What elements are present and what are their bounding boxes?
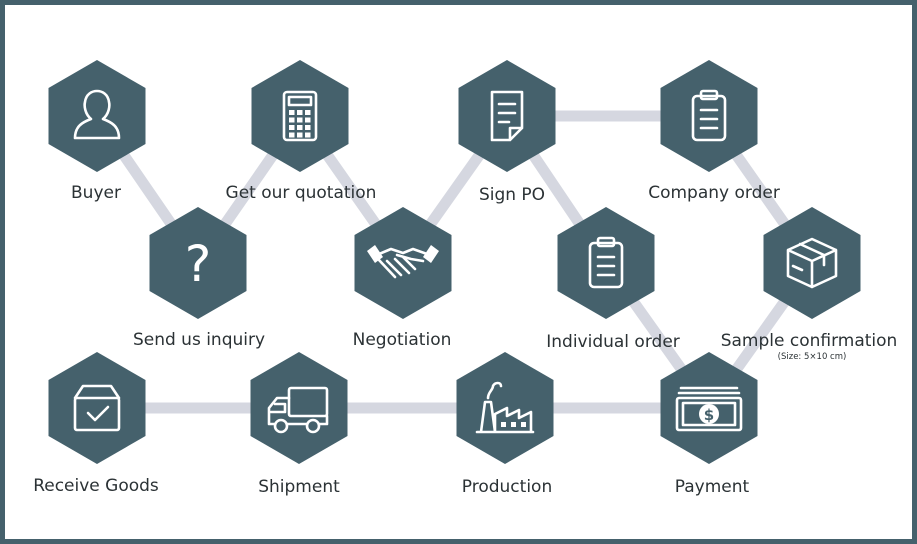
svg-text:$: $: [704, 406, 714, 424]
step-node-payment: $: [660, 352, 758, 464]
step-label-shipment: Shipment: [258, 477, 340, 497]
step-node-inquiry: ?: [149, 207, 247, 319]
step-label-sign-po: Sign PO: [478, 185, 546, 205]
question-icon: ?: [185, 235, 212, 293]
step-node-company-order: [660, 60, 758, 172]
step-label-sample-confirmation: Sample confirmation: [720, 331, 898, 351]
box-icon: [786, 237, 838, 289]
document-icon: [490, 90, 524, 142]
truck-icon: [267, 386, 329, 434]
person-icon: [73, 89, 121, 140]
hexagon-buyer: [48, 60, 146, 172]
hexagon-individual-order: [557, 207, 655, 319]
step-note-sample-confirmation: (Size: 5×10 cm): [777, 352, 847, 362]
hexagon-sign-po: [458, 60, 556, 172]
step-label-production: Production: [461, 477, 553, 497]
step-label-negotiation: Negotiation: [352, 330, 452, 350]
step-node-production: [456, 352, 554, 464]
step-node-shipment: [250, 352, 348, 464]
hexagon-quotation: [251, 60, 349, 172]
hexagon-receive-goods: [48, 352, 146, 464]
step-label-receive-goods: Receive Goods: [33, 476, 159, 496]
cash-icon: $: [675, 386, 743, 432]
step-nodes: ?$: [48, 60, 861, 464]
hexagon-shipment: [250, 352, 348, 464]
clipboard-icon: [588, 236, 624, 289]
step-label-payment: Payment: [674, 477, 750, 497]
step-label-company-order: Company order: [648, 183, 780, 203]
step-node-sample-confirmation: [763, 207, 861, 319]
step-label-individual-order: Individual order: [546, 332, 680, 352]
hexagon-inquiry: [149, 207, 247, 319]
step-node-sign-po: [458, 60, 556, 172]
step-node-receive-goods: [48, 352, 146, 464]
step-node-negotiation: [354, 207, 452, 319]
step-label-inquiry: Send us inquiry: [132, 330, 266, 350]
calculator-icon: [282, 90, 318, 142]
step-label-quotation: Get our quotation: [225, 183, 377, 203]
clipboard-icon: [691, 89, 727, 142]
svg-text:?: ?: [185, 235, 212, 293]
hexagon-company-order: [660, 60, 758, 172]
handshake-icon: [367, 245, 439, 279]
step-label-buyer: Buyer: [71, 183, 121, 203]
checked-box-icon: [73, 384, 121, 432]
step-node-quotation: [251, 60, 349, 172]
step-node-individual-order: [557, 207, 655, 319]
step-node-buyer: [48, 60, 146, 172]
factory-icon: [475, 381, 535, 434]
hexagon-negotiation: [354, 207, 452, 319]
